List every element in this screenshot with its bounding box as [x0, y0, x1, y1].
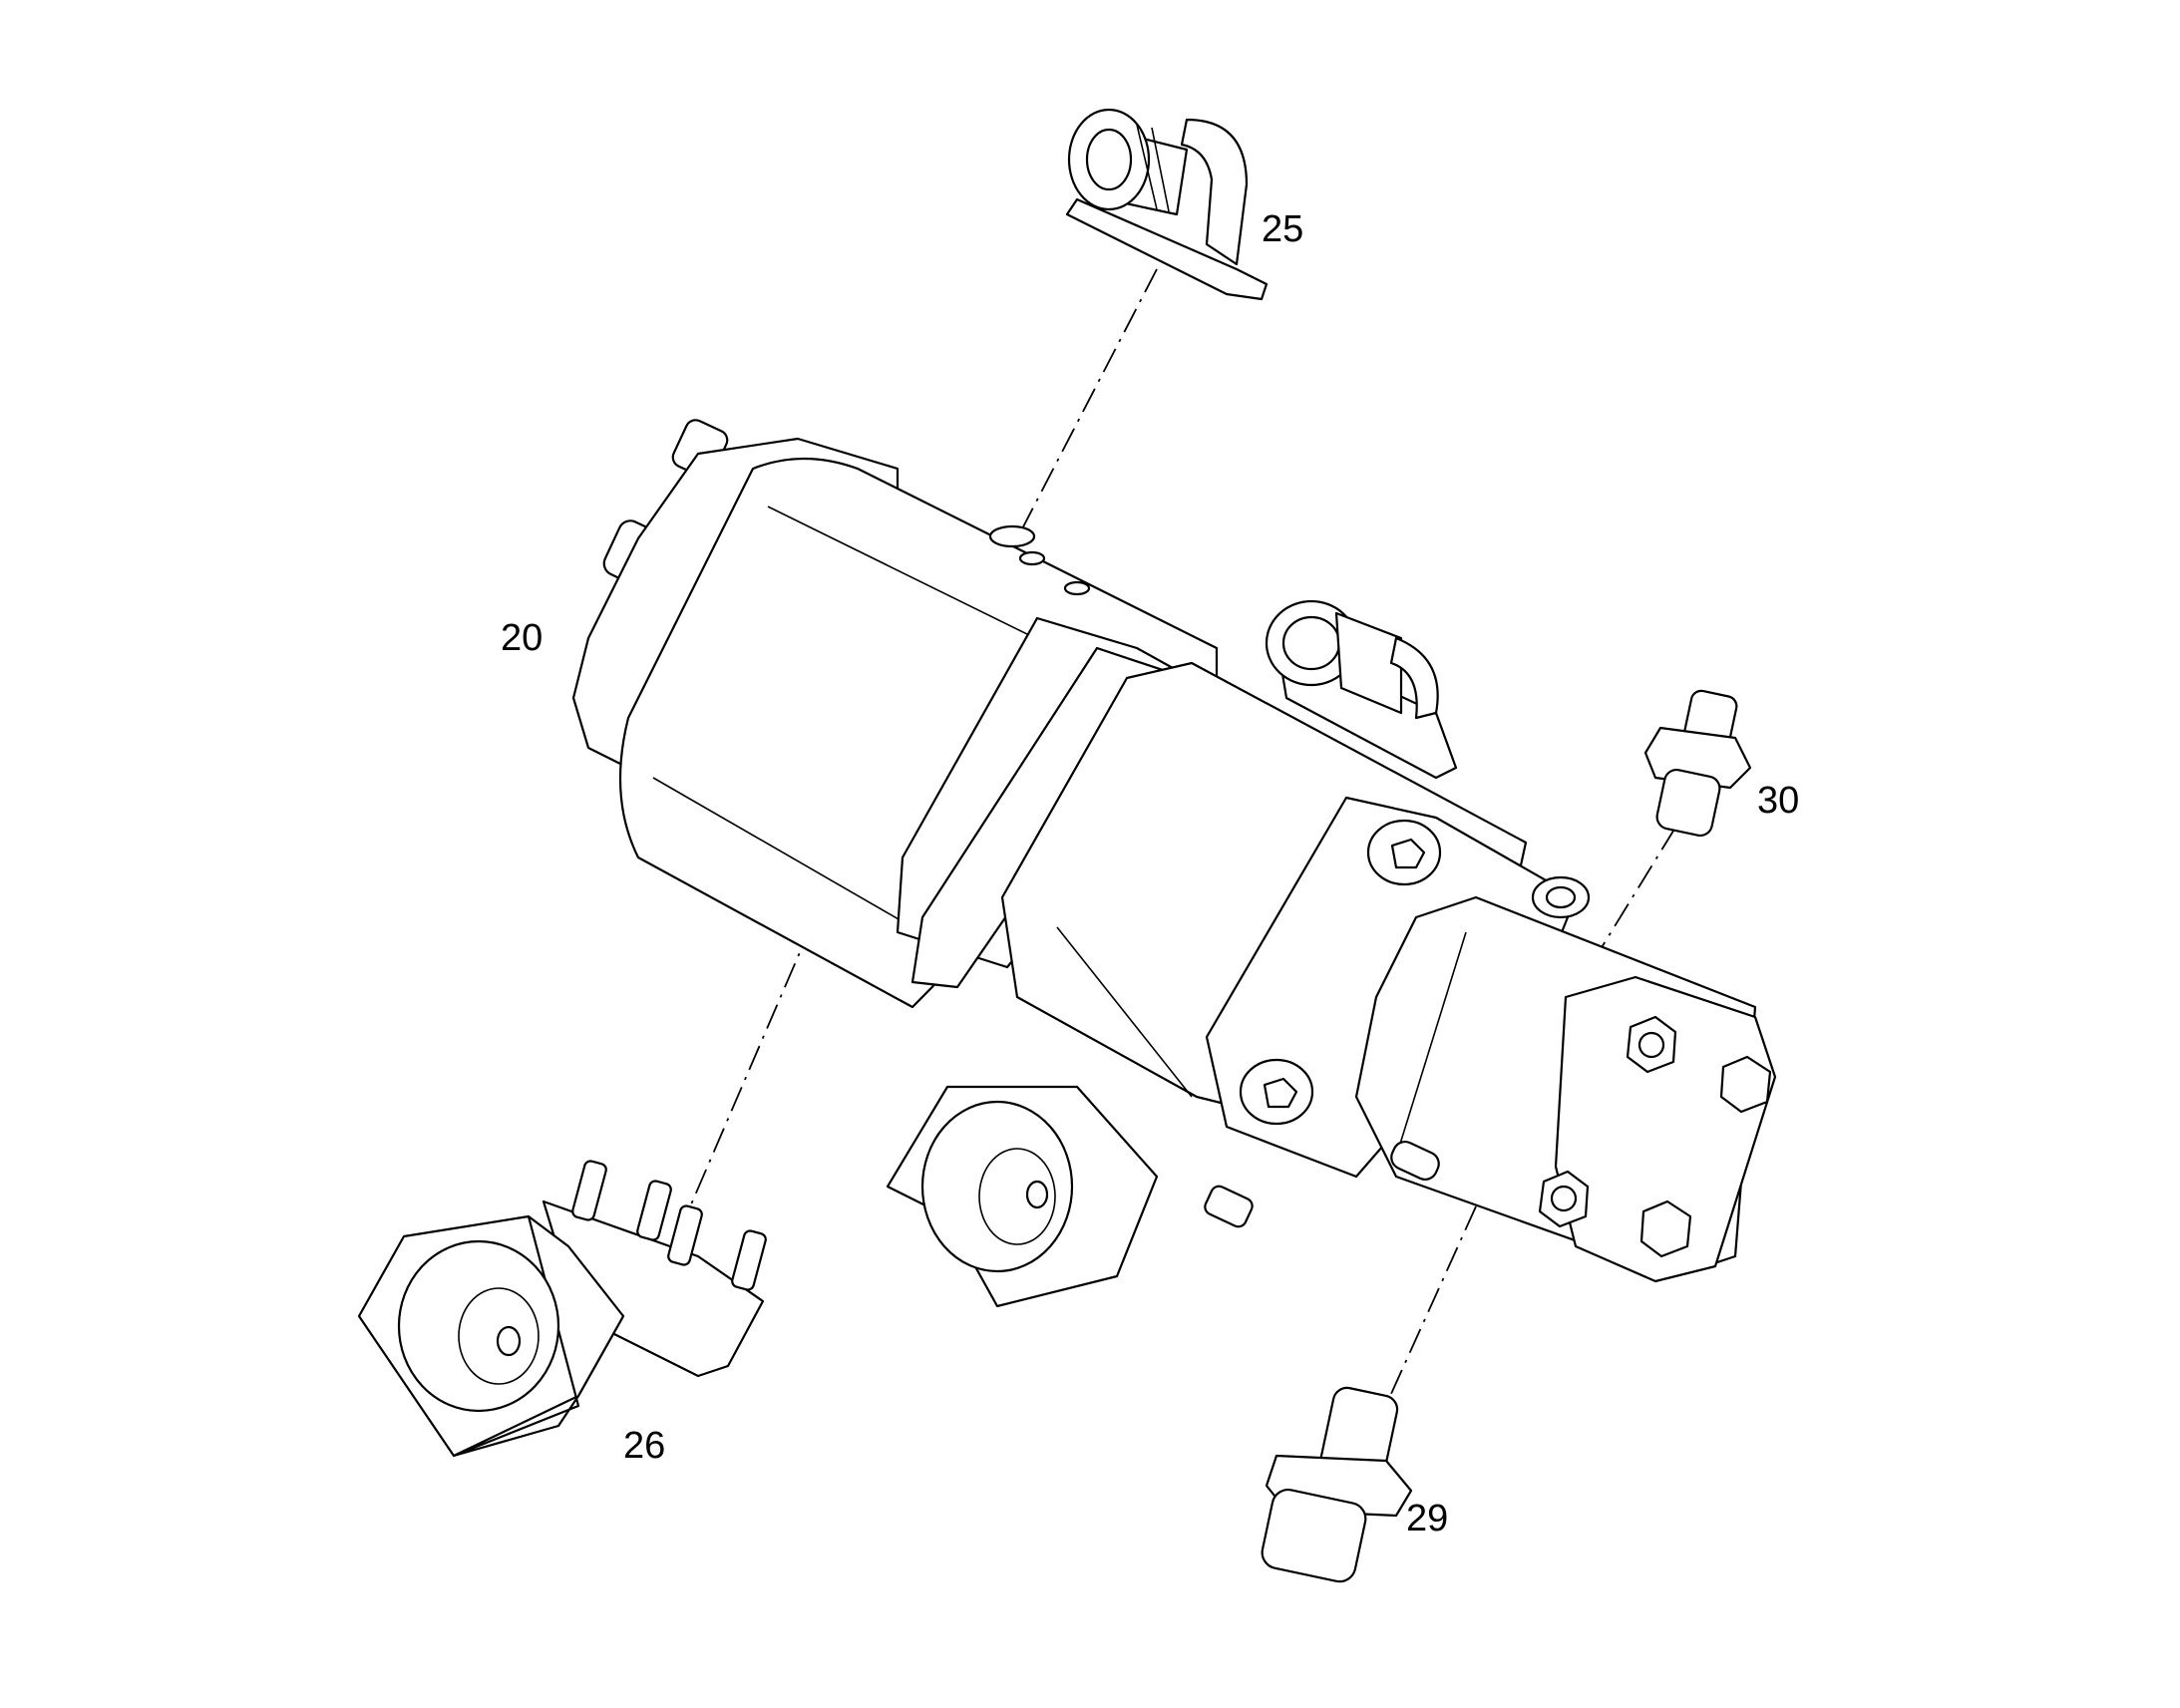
callout-20: 20 [501, 617, 543, 659]
part-26-flange-kit [357, 1160, 767, 1458]
center-line-30 [1595, 827, 1676, 958]
center-line-26 [687, 921, 814, 1212]
part-30-adapter [1643, 689, 1752, 838]
callout-26: 26 [623, 1425, 665, 1467]
center-line-29 [1380, 1205, 1477, 1417]
cover-nut-1 [1626, 1015, 1677, 1074]
flange-cap-screw-bottom [1239, 1058, 1314, 1126]
callout-30: 30 [1757, 780, 1799, 822]
callout-29: 29 [1406, 1498, 1448, 1539]
part-25-port-fitting [1065, 108, 1269, 301]
side-port-boss [1390, 875, 1591, 1181]
cover-nut-4 [1639, 1199, 1692, 1258]
mounted-port-fitting [1265, 599, 1458, 780]
cover-nut-2 [1719, 1055, 1772, 1114]
flange-cap-screw-top [1366, 819, 1442, 886]
callout-labels: 20 25 26 29 30 [501, 208, 1799, 1539]
part-29-adapter [1261, 1386, 1413, 1583]
center-line-25 [1016, 268, 1158, 539]
second-flange-kit [886, 1085, 1254, 1308]
center-lines [687, 268, 1676, 1417]
pump-assembly [571, 419, 1777, 1283]
callout-25: 25 [1262, 208, 1303, 250]
pump-section-1 [618, 457, 1219, 1009]
cover-nut-3 [1538, 1170, 1590, 1228]
